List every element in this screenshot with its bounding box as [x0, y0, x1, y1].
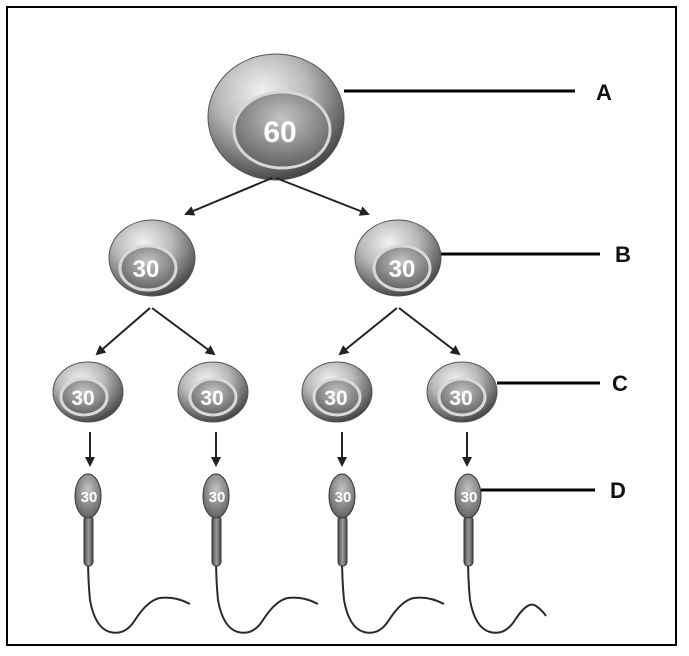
- sperm-count: 30: [461, 489, 478, 506]
- sperm-4: 30: [454, 473, 547, 634]
- spermatid-count: 30: [449, 387, 472, 410]
- secondary-cell-count: 30: [133, 256, 160, 283]
- label-a: A: [596, 80, 612, 105]
- arrow-secondary-left-1: [95, 307, 151, 356]
- arrow-secondary-left-2: [151, 307, 216, 356]
- sperm-count: 30: [335, 489, 352, 506]
- spermatid-count: 30: [324, 387, 347, 410]
- label-b: B: [615, 242, 631, 267]
- spermatid-1: 30: [52, 361, 124, 423]
- secondary-cell-right: 30: [354, 219, 442, 297]
- arrow-secondary-right-1: [338, 307, 398, 356]
- primary-cell: 60: [207, 53, 345, 181]
- primary-cell-count: 60: [263, 116, 296, 149]
- arrow-primary-right: [275, 177, 370, 216]
- sperm-3: 30: [328, 473, 445, 634]
- spermatid-3: 30: [301, 361, 373, 423]
- spermatid-count: 30: [200, 387, 223, 410]
- sperm-count: 30: [209, 489, 226, 506]
- label-c: C: [612, 371, 628, 396]
- spermatid-count: 30: [71, 387, 94, 410]
- spermatid-2: 30: [177, 361, 249, 423]
- arrow-primary-left: [184, 177, 273, 216]
- secondary-cell-left: 30: [108, 219, 196, 297]
- sperm-1: 30: [74, 473, 191, 634]
- label-d: D: [610, 478, 626, 503]
- secondary-cell-count: 30: [389, 256, 416, 283]
- sperm-2: 30: [202, 473, 319, 634]
- sperm-count: 30: [81, 489, 98, 506]
- spermatid-4: 30: [426, 361, 498, 423]
- arrow-secondary-right-2: [398, 307, 461, 356]
